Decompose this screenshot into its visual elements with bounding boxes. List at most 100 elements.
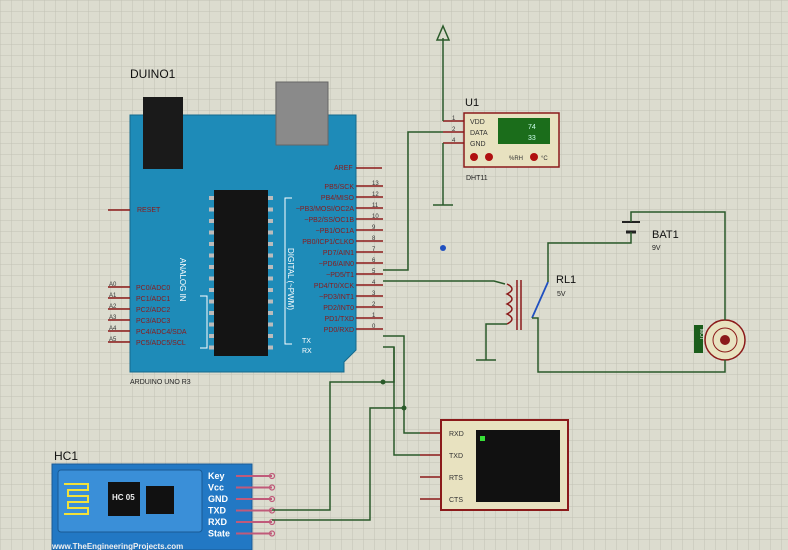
virtual-terminal[interactable]: RXD TXD RTS CTS [420,419,569,511]
chip-pin-left [209,253,214,258]
arduino-part: ARDUINO UNO R3 [130,379,191,386]
arduino-uno[interactable]: DUINO1 RESET AREF ANALOG IN DIGITAL (~PW… [108,67,383,386]
bluetooth-pin-end[interactable] [268,495,276,503]
analog-pin-label: PC0/ADC0 [136,285,170,292]
terminal-cursor [480,436,485,441]
wire-bt-rxd [272,381,383,511]
relay-contact[interactable] [531,281,549,319]
terminal-pin-rts: RTS [449,475,463,482]
power-terminal[interactable] [435,24,451,41]
chip-pin-right [268,299,273,304]
chip-pin-right [268,334,273,338]
wire-battery-relay [547,232,632,282]
chip-pins [209,196,273,350]
chip-pin-right [268,345,273,350]
analog-pin-number: A1 [109,293,117,299]
relay[interactable]: RL1 5V [505,274,576,330]
sensor-pin-vdd: VDD [470,119,485,126]
sensor-button-1[interactable] [470,153,478,161]
bluetooth-pin-label: GND [208,494,229,504]
rh-label: %RH [509,156,523,162]
dc-motor[interactable]: MOT [694,319,746,361]
probe-marker[interactable] [440,245,446,251]
chip-pin-left [209,196,214,200]
sensor-pin-num-4: 4 [452,138,456,144]
c-label: °C [541,156,548,162]
analog-title: ANALOG IN [178,258,187,302]
junction-tx [401,405,407,411]
chip-pin-left [209,322,214,327]
chip-pin-left [209,230,214,235]
wire-tx-terminal [383,335,420,434]
digital-pin-label: ~PD3/INT1 [319,294,354,301]
wire-battery-motor [630,211,726,320]
wires [272,38,726,521]
terminal-pin-cts: CTS [449,497,463,504]
digital-pin-number: 7 [372,247,376,253]
sensor-ref: U1 [465,97,479,109]
digital-pin-label: PD1/TXD [324,316,354,323]
wire-data [383,131,443,271]
digital-pin-label: PD2/INT0 [323,305,354,312]
digital-title: DIGITAL (~PWM) [286,248,295,310]
digital-pin-label: PB4/MISO [321,195,355,202]
bluetooth-chip-label: HC 05 [112,493,135,502]
digital-pin-label: PD7/AIN1 [323,250,354,257]
digital-pin-number: 8 [372,236,376,242]
digital-pin-label: ~PD6/AIN0 [319,261,354,268]
digital-pin-label: ~PB1/OC1A [316,228,355,235]
digital-pin-number: 12 [372,192,379,198]
chip-pin-left [209,265,214,269]
analog-pin-label: PC4/ADC4/SDA [136,329,187,336]
analog-pin-label: PC2/ADC2 [136,307,170,314]
battery-ref: BAT1 [652,229,679,241]
chip-pin-right [268,253,273,258]
bluetooth-pin-end[interactable] [268,530,276,537]
relay-coil [505,283,513,325]
hc05-bluetooth[interactable]: HC1 HC 05 www.TheEngineeringProjects.com… [51,449,276,550]
chip-pin-left [209,299,214,304]
battery-value: 9V [652,245,661,252]
digital-pin-number: 10 [372,214,379,220]
bluetooth-pin-end[interactable] [268,484,276,491]
motor-rotor [712,327,738,353]
arduino-ref: DUINO1 [130,67,176,81]
digital-pin-number: 6 [372,258,376,264]
chip-pin-right [268,311,273,315]
dht11-sensor[interactable]: U1 74 33 %RH °C VDD DATA GND 1 2 4 DHT11 [443,97,560,182]
chip-pin-right [268,196,273,200]
sensor-display-top: 74 [528,124,536,131]
digital-pin-label: PB5/SCK [324,184,354,191]
analog-pin-number: A5 [109,337,117,343]
analog-pin-label: PC3/ADC3 [136,318,170,325]
chip-pin-left [209,276,214,281]
junction-rx [380,379,386,385]
reset-label: RESET [137,207,161,214]
chip-pin-left [209,345,214,350]
terminal-pin-txd: TXD [449,453,463,460]
sensor-pin-num-1: 1 [452,116,456,122]
chip-pin-left [209,207,214,212]
bluetooth-ref: HC1 [54,449,78,463]
digital-pin-number: 5 [372,269,376,275]
wire-rx-junction [383,347,395,383]
bluetooth-pin-label: Vcc [208,483,224,493]
chip-pin-right [268,265,273,269]
usb-connector [275,81,329,146]
digital-pin-number: 4 [372,280,376,286]
digital-pin-label: ~PD5/T1 [326,272,354,279]
sensor-button-2[interactable] [485,153,493,161]
bluetooth-pin-end[interactable] [268,472,276,480]
motor-shaft [720,335,730,345]
bluetooth-pin-label: TXD [208,506,227,516]
aref-label: AREF [334,165,353,172]
digital-pin-label: PD0/RXD [324,327,354,334]
sensor-button-3[interactable] [530,153,538,161]
motor-label: MOT [698,329,704,340]
digital-pin-label: ~PB2/SS/OC1B [304,217,354,224]
digital-bracket [284,197,292,345]
analog-pin-number: A4 [109,326,117,332]
bluetooth-pin-label: Key [208,471,225,481]
